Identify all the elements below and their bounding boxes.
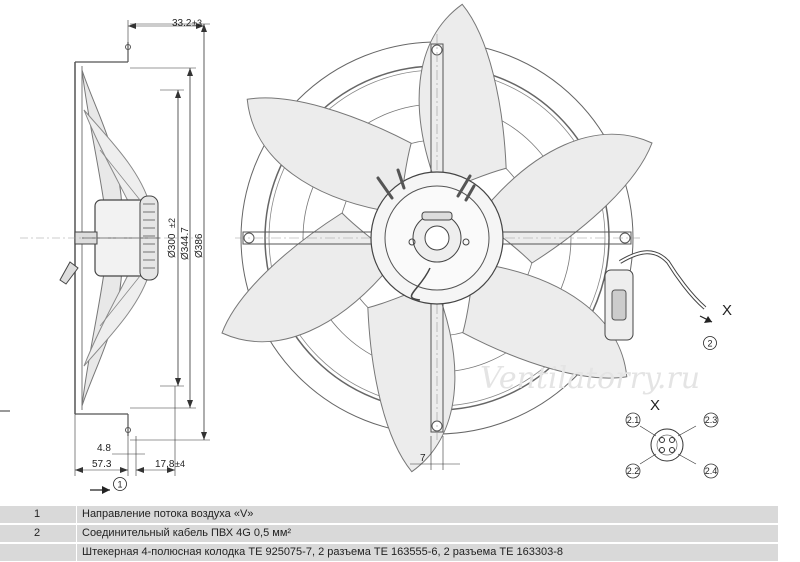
legend-number: 2 (34, 527, 41, 539)
side-view: 1 (0, 20, 210, 494)
dim-57-3: 57.3 (92, 459, 112, 470)
legend-row: Штекерная 4-полюсная колодка TE 925075-7… (0, 544, 778, 561)
legend-row: 1 Направление потока воздуха «V» (0, 506, 778, 523)
watermark: Ventilatorry.ru (480, 361, 700, 396)
dim-17-8: 17.8 (155, 459, 175, 470)
legend-text: Направление потока воздуха «V» (82, 508, 254, 520)
legend-separator (76, 506, 77, 523)
dim-dia-386: Ø386 (194, 233, 205, 258)
dim-dia-300-tol: ±2 (167, 218, 177, 228)
dim-top-offset-tol: ±3 (192, 18, 202, 28)
dim-17-8-tol: ±4 (175, 459, 185, 469)
connector-detail: X 2.1 2.3 2.2 2.4 (625, 397, 719, 479)
pin-2-1: 2.1 (627, 415, 640, 425)
pin-2-2: 2.2 (627, 466, 640, 476)
dim-7: 7 (420, 453, 426, 464)
view-x-label: X (722, 302, 732, 319)
legend-text: Соединительный кабель ПВХ 4G 0,5 мм² (82, 527, 292, 539)
legend-separator (76, 525, 77, 542)
dim-dia-300: Ø300 (167, 233, 178, 258)
airflow-callout: 1 (117, 480, 122, 490)
dim-4-8: 4.8 (97, 443, 111, 454)
legend-separator (76, 544, 77, 561)
front-view: 2 X 7 (221, 0, 732, 477)
legend-text: Штекерная 4-полюсная колодка TE 925075-7… (82, 546, 564, 558)
dim-top-offset: 33.2 (172, 18, 192, 29)
cable-callout: 2 (707, 339, 712, 349)
legend-row: 2 Соединительный кабель ПВХ 4G 0,5 мм² (0, 525, 778, 542)
pin-2-4: 2.4 (705, 466, 718, 476)
dim-dia-344: Ø344.7 (180, 227, 191, 260)
fan-drawing: 1 33.2 ±3 Ø300 ±2 Ø344.7 Ø386 4.8 57.3 1… (0, 0, 732, 494)
pin-2-3: 2.3 (705, 415, 718, 425)
detail-x-label: X (650, 397, 660, 414)
legend-number: 1 (34, 508, 41, 520)
